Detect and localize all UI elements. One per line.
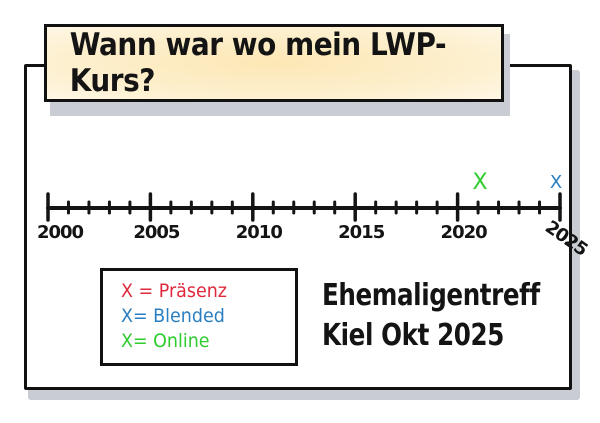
year-label: 2015 [338, 222, 385, 243]
year-label: 2010 [235, 222, 283, 243]
event-note-line1: Ehemaligentreff [322, 278, 540, 313]
year-label: 2020 [440, 222, 488, 243]
page-title: Wann war wo mein LWP-Kurs? [69, 27, 447, 99]
year-label: 2005 [133, 222, 180, 243]
legend-item-blended: X= Blended [121, 305, 225, 327]
event-note-line2: Kiel Okt 2025 [322, 318, 504, 353]
legend-item-online: X= Online [121, 330, 210, 352]
marker-online: X [472, 170, 488, 195]
year-label: 2000 [36, 222, 84, 243]
event-note: Ehemaligentreff Kiel Okt 2025 [322, 276, 540, 356]
marker-blended: X [549, 172, 563, 193]
legend-box: X = Präsenz X= Blended X= Online [100, 268, 298, 366]
title-banner: Wann war wo mein LWP-Kurs? [44, 24, 504, 102]
legend-item-praesenz: X = Präsenz [121, 280, 227, 302]
